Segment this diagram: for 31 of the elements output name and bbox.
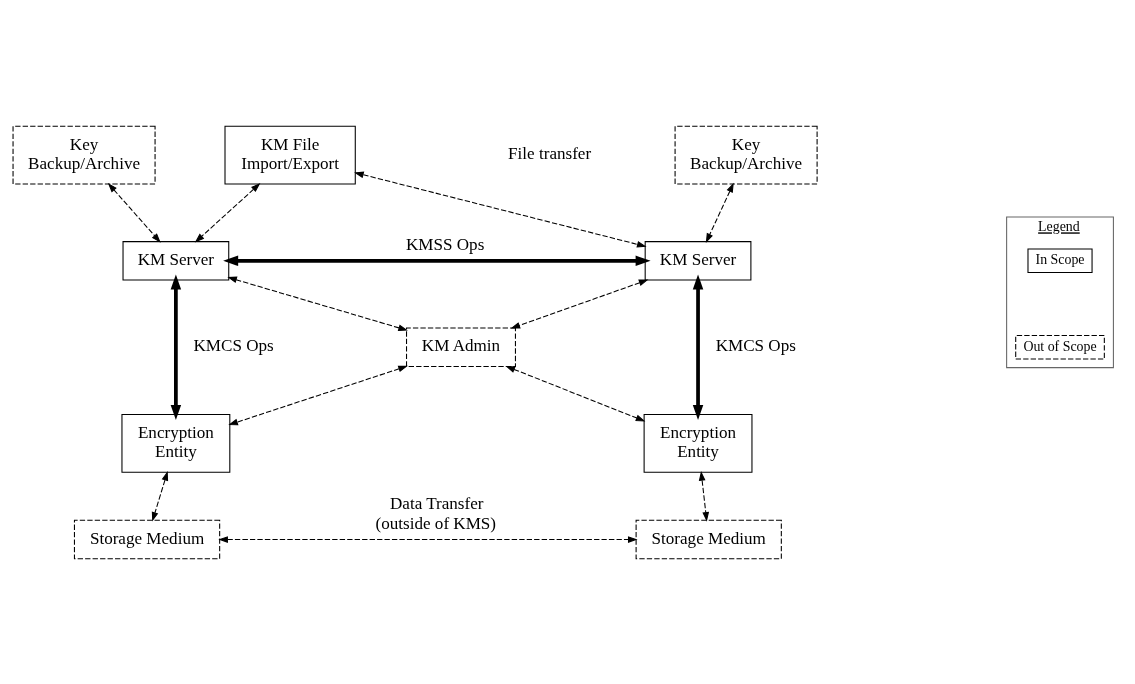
arrow	[354, 171, 647, 248]
node-box: Storage Medium	[635, 519, 782, 559]
arrow	[218, 535, 638, 543]
label: File transfer	[508, 143, 592, 163]
arrow	[228, 365, 408, 425]
arrow	[505, 365, 646, 421]
arrow	[194, 182, 261, 243]
arrow	[510, 279, 649, 329]
node-box: KM Admin	[406, 327, 516, 367]
arrow	[107, 182, 161, 243]
legend-label: Out of Scope	[1023, 338, 1097, 354]
node-box: KM Server	[644, 240, 752, 281]
node-box: Key Backup/Archive	[12, 125, 156, 184]
node-box: Encryption Entity	[121, 413, 231, 473]
edge-label: KMCS Ops	[715, 335, 796, 355]
node-box: KM Server	[122, 240, 230, 281]
legend-label: In Scope	[1035, 251, 1085, 267]
node-box: Encryption Entity	[643, 413, 753, 473]
node-box: Storage Medium	[73, 519, 221, 559]
arrow	[151, 470, 169, 522]
edge-label: KMCS Ops	[193, 335, 274, 355]
arrow	[692, 274, 704, 420]
arrow	[227, 276, 408, 331]
arrow	[698, 470, 710, 522]
edge-label: Data Transfer (outside of KMS)	[375, 493, 497, 533]
node-box: KM File Import/Export	[224, 125, 356, 184]
node-box: Key Backup/Archive	[674, 125, 818, 184]
arrow	[223, 255, 651, 266]
arrow	[705, 182, 734, 243]
edge-label: KMSS Ops	[406, 234, 485, 254]
arrow	[170, 274, 182, 420]
